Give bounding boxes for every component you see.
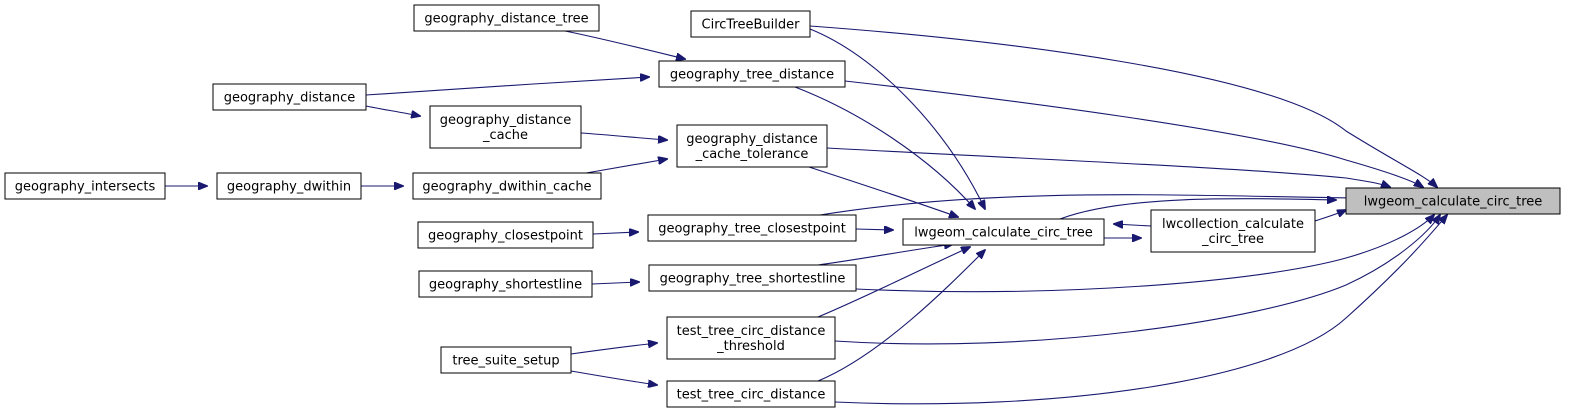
edge-geo-tree-shortestline-to-lwgeom-calc	[817, 244, 953, 266]
node-label: _circ_tree	[1201, 232, 1264, 247]
node-box	[413, 4, 600, 32]
node-label: geography_dwithin	[227, 180, 351, 195]
node-label: CircTreeBuilder	[702, 18, 801, 33]
node-label: geography_closestpoint	[428, 229, 583, 244]
node-box	[1345, 187, 1561, 215]
node-label: _cache	[482, 128, 528, 143]
node-box	[666, 316, 836, 360]
node-label: geography_distance	[224, 91, 356, 106]
node-geo-distance-tree[interactable]: geography_distance_tree	[413, 4, 600, 32]
node-geo-dc-tolerance[interactable]: geography_distance_cache_tolerance	[676, 124, 828, 168]
node-box	[4, 172, 166, 200]
edge-circtreebuilder-to-focus	[809, 25, 1437, 187]
node-label: geography_distance	[686, 132, 818, 147]
node-geo-tree-distance[interactable]: geography_tree_distance	[658, 60, 846, 88]
node-box	[676, 124, 828, 168]
node-label: geography_distance_tree	[424, 12, 588, 27]
node-label: geography_tree_distance	[670, 68, 834, 83]
node-box	[440, 346, 572, 374]
edge-geo-tree-distance-to-focus	[844, 80, 1423, 187]
node-box	[429, 105, 582, 149]
node-label: geography_tree_shortestline	[660, 272, 846, 287]
edge-geo-dc-tolerance-to-focus	[826, 147, 1390, 187]
edge-geo-dc-tolerance-to-lwgeom-calc	[808, 166, 958, 217]
node-label: geography_distance	[440, 113, 572, 128]
edge-tree-suite-setup-to-test-circ-distance	[570, 370, 657, 385]
node-box	[412, 172, 602, 200]
node-box	[212, 83, 367, 111]
node-label: tree_suite_setup	[452, 354, 559, 369]
edge-layer	[165, 25, 1447, 405]
node-lwgeom-calc[interactable]: lwgeom_calculate_circ_tree	[902, 218, 1105, 246]
edge-geo-distance-tree-to-geo-tree-distance	[564, 30, 685, 59]
node-box	[417, 221, 594, 249]
edge-tree-suite-setup-to-test-threshold	[570, 343, 657, 355]
node-geo-closestpoint[interactable]: geography_closestpoint	[417, 221, 594, 249]
edge-lwcoll-to-lwgeom-calc	[1114, 224, 1152, 226]
edge-lwcoll-to-focus	[1314, 210, 1346, 222]
node-geo-dwithin-cache[interactable]: geography_dwithin_cache	[412, 172, 602, 200]
node-label: geography_dwithin_cache	[422, 180, 591, 195]
edge-geo-dwithin-cache-to-geo-dc-tolerance	[585, 159, 667, 174]
node-geo-dwithin[interactable]: geography_dwithin	[216, 172, 362, 200]
node-box	[902, 218, 1105, 246]
node-label: geography_tree_closestpoint	[658, 222, 846, 237]
edge-geo-tree-closestpoint-to-focus	[819, 195, 1358, 216]
node-label: _cache_tolerance	[695, 147, 809, 162]
node-test-threshold[interactable]: test_tree_circ_distance_threshold	[666, 316, 836, 360]
node-test-circ-distance[interactable]: test_tree_circ_distance	[666, 380, 836, 408]
edge-circtreebuilder-to-lwgeom-calc	[809, 28, 985, 209]
edge-geo-distance-to-geo-distance-cache	[365, 105, 420, 116]
node-box	[216, 172, 362, 200]
edge-test-circ-distance-to-lwgeom-calc	[817, 250, 985, 382]
node-label: geography_intersects	[15, 180, 156, 195]
node-label: test_tree_circ_distance	[677, 388, 826, 403]
node-circtreebuilder[interactable]: CircTreeBuilder	[690, 10, 811, 38]
edge-test-threshold-to-lwgeom-calc	[817, 247, 970, 318]
node-box	[1150, 209, 1316, 253]
node-geo-intersects[interactable]: geography_intersects	[4, 172, 166, 200]
node-box	[648, 264, 857, 292]
node-box	[418, 270, 593, 298]
node-tree-suite-setup[interactable]: tree_suite_setup	[440, 346, 572, 374]
edge-geo-closestpoint-to-geo-tree-closestpoint	[592, 232, 638, 234]
node-label: geography_shortestline	[429, 278, 582, 293]
edge-geo-tree-closestpoint-to-lwgeom-calc	[855, 229, 893, 230]
node-box	[666, 380, 836, 408]
edge-geo-shortestline-to-geo-tree-shortestline	[591, 282, 639, 284]
node-geo-tree-closestpoint[interactable]: geography_tree_closestpoint	[647, 214, 857, 242]
node-label: test_tree_circ_distance	[677, 324, 826, 339]
node-geo-shortestline[interactable]: geography_shortestline	[418, 270, 593, 298]
edge-test-circ-distance-to-focus	[834, 215, 1447, 405]
node-label: lwgeom_calculate_circ_tree	[1364, 195, 1543, 210]
node-geo-tree-shortestline[interactable]: geography_tree_shortestline	[648, 264, 857, 292]
node-box	[658, 60, 846, 88]
edge-geo-tree-shortestline-to-focus	[855, 215, 1434, 293]
node-label: lwcollection_calculate	[1162, 217, 1304, 232]
node-lwcoll[interactable]: lwcollection_calculate_circ_tree	[1150, 209, 1316, 253]
edge-test-threshold-to-focus	[834, 215, 1440, 345]
edge-lwgeom-calc-to-focus	[1059, 199, 1336, 220]
edge-geo-tree-distance-to-lwgeom-calc	[794, 86, 975, 209]
node-layer: lwgeom_calculate_circ_tree lwgeom_calcula…	[4, 4, 1561, 408]
node-label: _threshold	[716, 339, 785, 354]
edge-geo-distance-to-geo-tree-distance	[365, 77, 649, 96]
node-geo-distance[interactable]: geography_distance	[212, 83, 367, 111]
node-geo-distance-cache[interactable]: geography_distance_cache	[429, 105, 582, 149]
node-box	[647, 214, 857, 242]
node-label: lwgeom_calculate_circ_tree	[914, 226, 1093, 241]
node-box	[690, 10, 811, 38]
edge-geo-distance-cache-to-geo-dc-tolerance	[580, 132, 667, 140]
node-focus[interactable]: lwgeom_calculate_circ_tree	[1345, 187, 1561, 215]
